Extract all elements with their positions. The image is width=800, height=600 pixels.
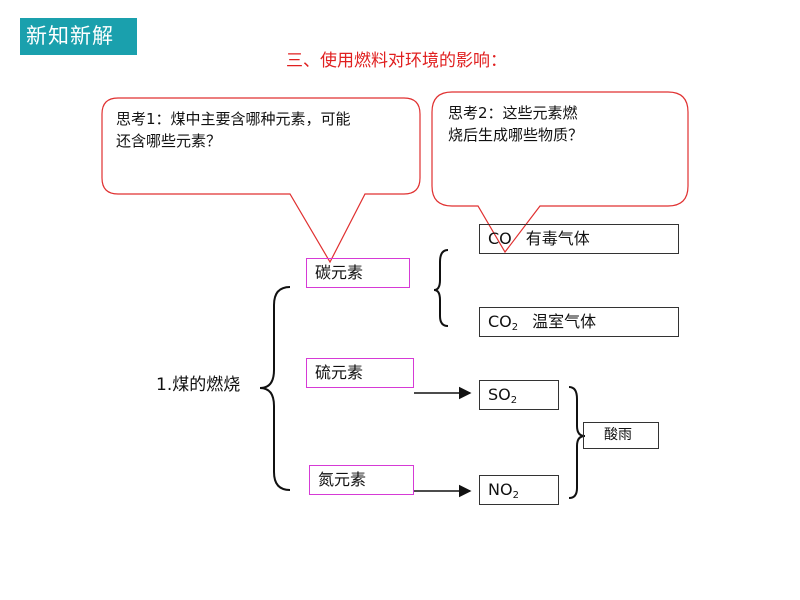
sulfur-element-box: 硫元素 xyxy=(306,358,414,388)
co-product-box: CO 有毒气体 xyxy=(479,224,679,254)
nitrogen-element-box: 氮元素 xyxy=(309,465,414,495)
acid-rain-label: 酸雨 xyxy=(604,427,632,443)
co-formula: CO xyxy=(488,229,512,248)
acid-rain-brace xyxy=(568,386,586,499)
so2-subscript: 2 xyxy=(510,395,518,406)
co-description: 有毒气体 xyxy=(525,229,590,248)
nitrogen-element-label: 氮元素 xyxy=(318,470,367,489)
callout-2-bubble xyxy=(431,91,689,254)
co2-formula: CO xyxy=(488,312,512,331)
no2-subscript: 2 xyxy=(512,490,519,501)
no2-product-box: NO2 xyxy=(479,475,559,505)
main-brace xyxy=(259,286,291,491)
acid-rain-box: 酸雨 xyxy=(583,422,659,449)
sulfur-element-label: 硫元素 xyxy=(315,363,364,382)
section-badge: 新知新解 xyxy=(20,18,137,55)
slide-title: 三、使用燃料对环境的影响： xyxy=(286,51,507,71)
co2-subscript: 2 xyxy=(511,322,519,333)
no2-formula: NO xyxy=(488,480,513,499)
callout-1-line-1: 思考1：煤中主要含哪种元素，可能 xyxy=(116,110,351,128)
callout-2-line-2: 烧后生成哪些物质？ xyxy=(448,126,584,144)
so2-product-box: SO2 xyxy=(479,380,559,410)
co2-description: 温室气体 xyxy=(532,312,597,331)
carbon-element-label: 碳元素 xyxy=(315,263,364,282)
callout-2-line-1: 思考2：这些元素燃 xyxy=(448,104,578,122)
callout-1-line-2: 还含哪些元素？ xyxy=(116,132,222,150)
callout-1-bubble xyxy=(101,97,421,264)
carbon-brace xyxy=(433,249,449,327)
co2-product-box: CO2 温室气体 xyxy=(479,307,679,337)
callout-1-text: 思考1：煤中主要含哪种元素，可能 还含哪些元素？ xyxy=(116,108,351,152)
so2-formula: SO xyxy=(488,385,511,404)
callout-2-text: 思考2：这些元素燃 烧后生成哪些物质？ xyxy=(448,102,583,146)
carbon-element-box: 碳元素 xyxy=(306,258,410,288)
root-label: 1.煤的燃烧 xyxy=(156,375,241,395)
